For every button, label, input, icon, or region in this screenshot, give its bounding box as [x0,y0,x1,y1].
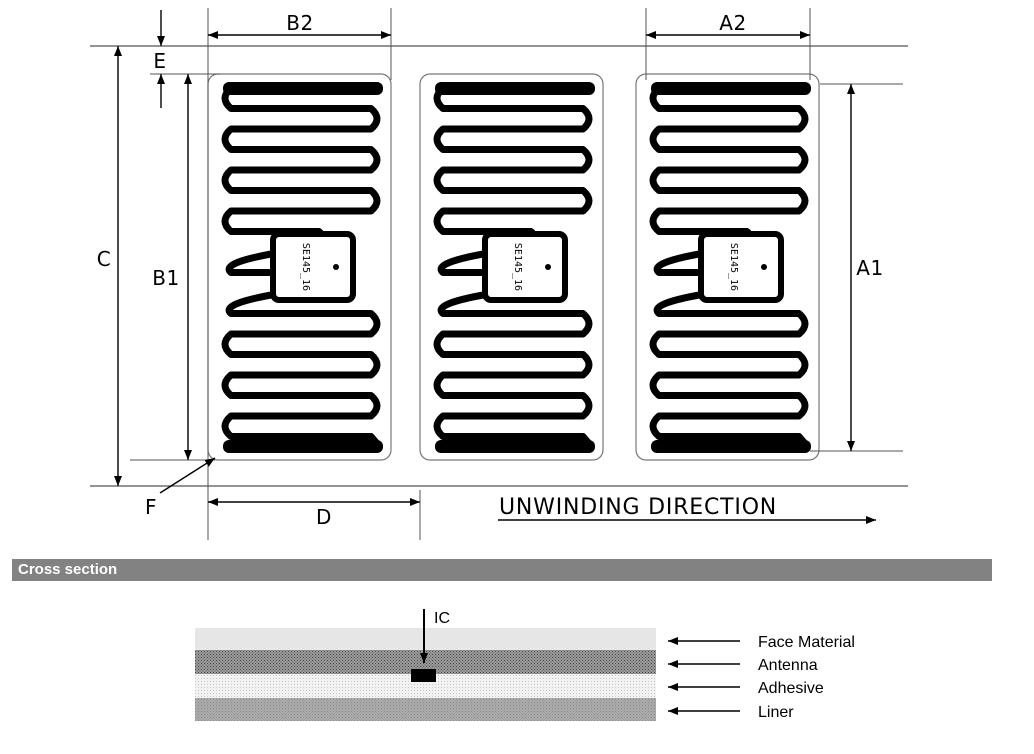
antenna-top-bar [223,82,383,95]
ic-dot [333,264,339,270]
dim-label-f: F [145,495,157,519]
dim-label-c: C [97,247,111,271]
unwinding-direction-label: UNWINDING DIRECTION [499,495,777,520]
layer-liner [195,698,656,721]
rfid-tag: SE145_16 [419,73,604,461]
layer-face-material [195,628,656,650]
f-leader [159,457,216,494]
antenna-loop [698,231,784,303]
antenna-trace [221,84,383,450]
ic-dot [778,264,784,270]
antenna-trace [433,84,595,450]
ic-dot [350,264,356,270]
antenna-trace [649,84,811,450]
antenna-top-bar [651,82,811,95]
antenna-loop [270,231,356,303]
label-liner: Liner [758,704,794,721]
web-edges [90,45,908,487]
rfid-tag: SE145_16 [635,73,820,461]
label-antenna: Antenna [758,657,818,674]
cross-section-title: Cross section [18,561,118,578]
dim-label-b2: B2 [286,11,313,35]
cross-section-diagram: IC Face Material Antenna Adhesive Liner [195,609,855,721]
chip-marking: SE145_16 [728,243,739,291]
antenna-bottom-bar [223,440,383,453]
antenna-bottom-bar [651,440,811,453]
antenna-loop [482,231,568,303]
extension-lines [130,8,903,540]
ic-dot [761,264,767,270]
ic-dot [545,264,551,270]
ic-dot [562,264,568,270]
dimension-arrows [114,10,855,506]
cross-section-header: Cross section [12,559,992,581]
rfid-tag: SE145_16 [207,73,392,461]
antenna-top-bar [435,82,595,95]
dim-label-a1: A1 [856,256,883,280]
tag-row: SE145_16 SE145_16 SE145_16 [207,73,820,461]
label-face-material: Face Material [758,634,855,651]
dim-label-d: D [316,505,332,529]
ic-chip [411,669,436,682]
chip-marking: SE145_16 [300,243,311,291]
dim-label-e: E [153,49,166,73]
dim-label-a2: A2 [719,11,746,35]
ic-label: IC [434,610,450,627]
chip-marking: SE145_16 [512,243,523,291]
dim-label-b1: B1 [152,266,179,290]
label-adhesive: Adhesive [758,680,824,697]
antenna-bottom-bar [435,440,595,453]
